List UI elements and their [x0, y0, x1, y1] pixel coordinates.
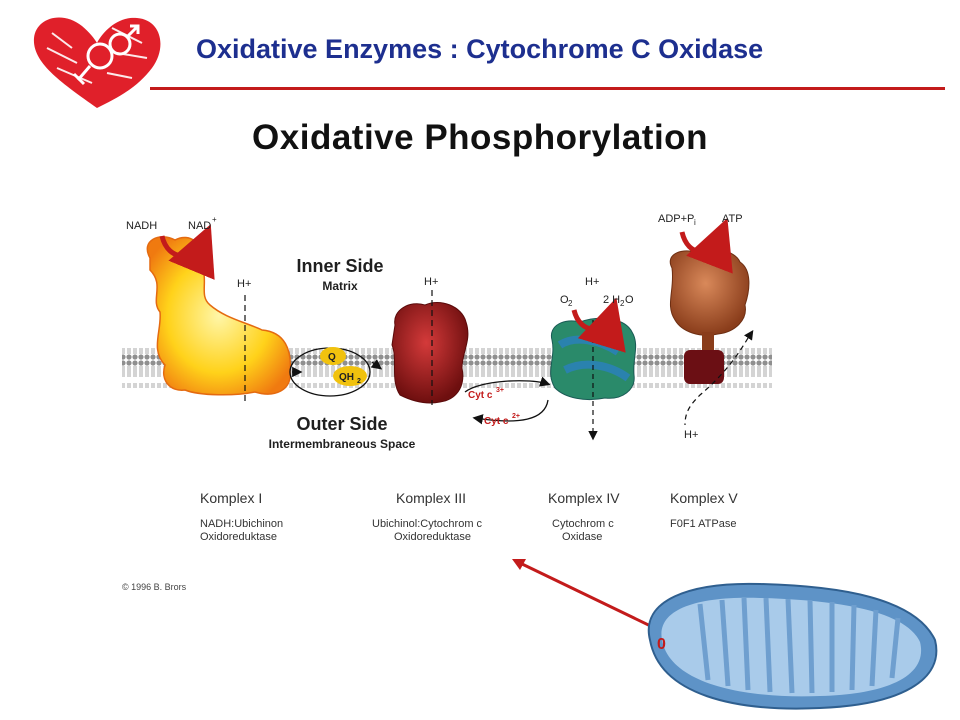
- complex-iv-caption: Komplex IV Cytochrom c Oxidase: [548, 490, 620, 544]
- label-cyt-c-3-sup: 3+: [496, 387, 504, 394]
- complex-iii-desc-1: Ubichinol:Cytochrom c: [372, 518, 483, 530]
- label-qh2-sub: 2: [357, 378, 361, 385]
- label-atp: ATP: [722, 213, 743, 225]
- label-o2-sub: 2: [568, 299, 573, 308]
- copyright-credit: © 1996 B. Brors: [122, 582, 187, 592]
- complex-v-protein: [669, 248, 754, 426]
- label-cyt-c-3: Cyt c: [468, 390, 493, 401]
- complex-iii-protein: [391, 301, 469, 404]
- inner-side-title: Inner Side: [296, 256, 384, 276]
- outer-side-sub: Intermembraneous Space: [268, 437, 416, 451]
- header-divider: [150, 87, 945, 90]
- mitochondrion-image: [647, 582, 938, 710]
- complex-iii-caption: Komplex III Ubichinol:Cytochrom c Oxidor…: [372, 490, 482, 544]
- cytochrome-c-shuttle: [464, 376, 551, 425]
- label-h2o: 2 H: [603, 294, 620, 306]
- inner-side-label: Inner Side Matrix: [265, 256, 415, 293]
- label-nad: NAD: [188, 220, 211, 232]
- label-nadh: NADH: [126, 220, 157, 232]
- mitochondrion-label: 0: [657, 636, 666, 653]
- heart-logo: [33, 17, 161, 109]
- diagram-labels: NADH NAD + H+ H+ H+ H+ Q QH 2 Cyt c 3+ C…: [126, 213, 743, 441]
- complex-i-name: Komplex I: [200, 490, 263, 506]
- header-title: Oxidative Enzymes : Cytochrome C Oxidase: [196, 34, 764, 64]
- complex-iv-protein: [550, 317, 637, 441]
- label-h-plus-1: H+: [237, 278, 251, 290]
- complex-iii-name: Komplex III: [396, 490, 467, 506]
- proton-paths: [244, 290, 433, 405]
- label-cyt-c-2: Cyt c: [484, 416, 509, 427]
- label-h-plus-2: H+: [424, 276, 438, 288]
- label-adp-sub: i: [694, 218, 696, 227]
- label-q: Q: [328, 352, 336, 363]
- label-qh2: QH: [339, 372, 354, 383]
- label-h-plus-4: H+: [684, 429, 698, 441]
- label-h2o-sub: 2: [620, 299, 625, 308]
- complex-iv-desc-2: Oxidase: [562, 531, 603, 543]
- label-h-plus-3: H+: [585, 276, 599, 288]
- complex-iii-desc-2: Oxidoreduktase: [394, 531, 472, 543]
- label-o2: O: [560, 294, 569, 306]
- complex-iv-desc-1: Cytochrom c: [552, 518, 614, 530]
- label-adp: ADP+P: [658, 213, 694, 225]
- complex-v-desc-1: F0F1 ATPase: [670, 518, 737, 530]
- outer-side-label: Outer Side Intermembraneous Space: [232, 414, 452, 451]
- outer-side-title: Outer Side: [296, 414, 388, 434]
- inner-side-sub: Matrix: [322, 279, 358, 293]
- redox-arrows: [159, 218, 733, 353]
- complex-iv-name: Komplex IV: [548, 490, 620, 506]
- label-cyt-c-2-sup: 2+: [512, 413, 520, 420]
- label-h2o-post: O: [625, 294, 634, 306]
- ubiquinone-cycle: [289, 347, 383, 397]
- complex-v-caption: Komplex V F0F1 ATPase: [670, 490, 738, 531]
- complex-i-desc-2: Oxidoreduktase: [200, 531, 278, 543]
- pointer-arrow: [512, 559, 664, 634]
- complex-i-caption: Komplex I NADH:Ubichinon Oxidoreduktase: [200, 490, 283, 544]
- label-nad-sup: +: [212, 215, 217, 224]
- complex-i-desc-1: NADH:Ubichinon: [200, 518, 284, 530]
- main-title: Oxidative Phosphorylation: [252, 118, 708, 157]
- complex-v-name: Komplex V: [670, 490, 738, 506]
